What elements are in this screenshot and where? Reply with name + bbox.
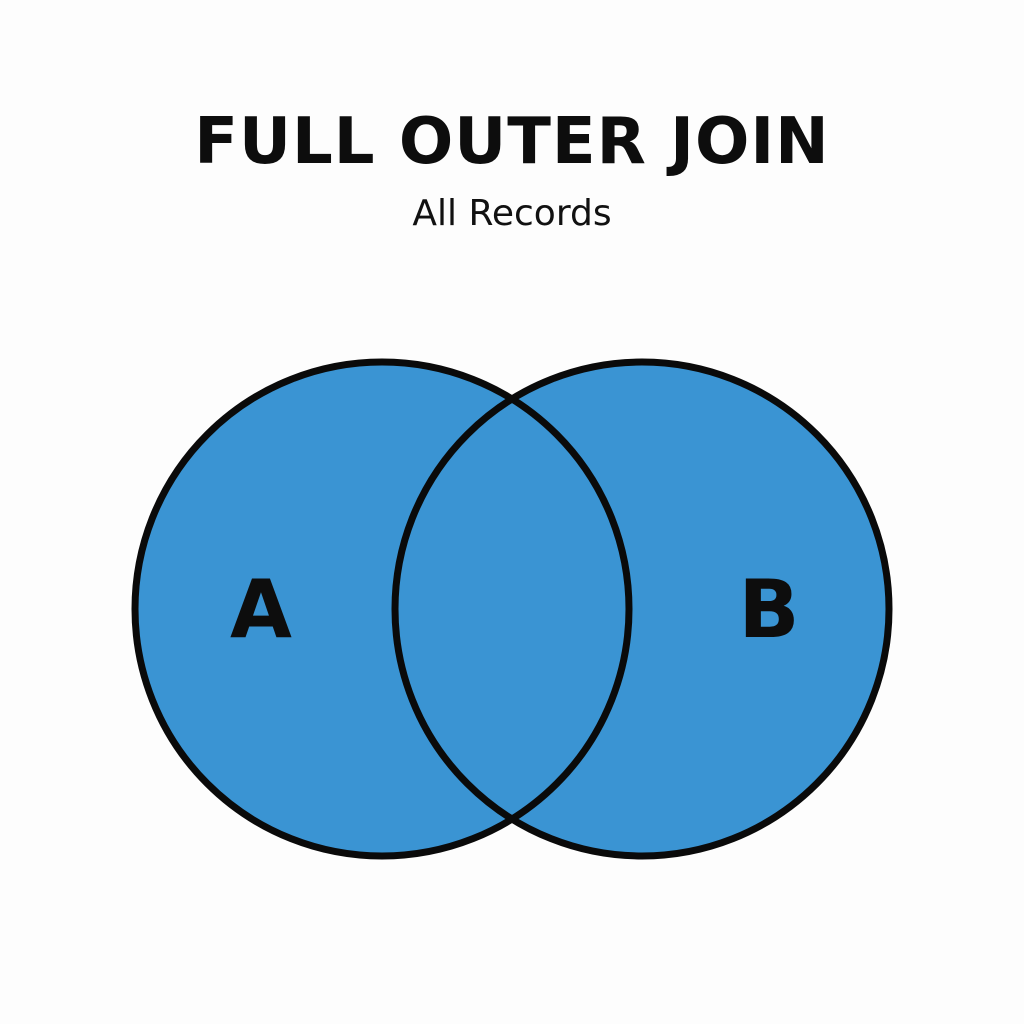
venn-fill-group [135,362,889,856]
venn-outline-group [131,358,893,860]
set-label-a: A [230,563,292,656]
diagram-subtitle: All Records [412,193,612,234]
diagram-title: FULL OUTER JOIN [194,105,830,179]
circle-b-outline [391,358,893,860]
set-label-b: B [739,563,800,656]
circle-a-outline [131,358,633,860]
circle-b-fill [395,362,889,856]
